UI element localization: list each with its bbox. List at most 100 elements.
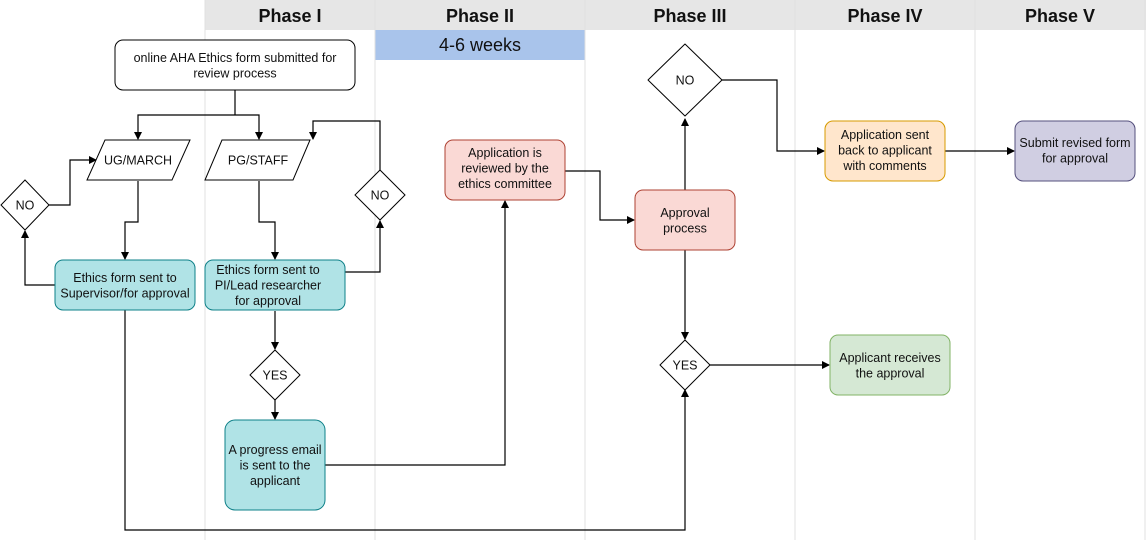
node-label-line: with comments — [842, 159, 926, 173]
node-label-line: A progress email — [228, 443, 321, 457]
node-shape — [444, 139, 566, 201]
node-shape — [0, 179, 50, 231]
edge-to-pg — [235, 114, 263, 140]
node-label-line: NO — [16, 199, 35, 213]
node-label-line: YES — [672, 359, 697, 373]
node-label-line: review process — [193, 66, 276, 80]
node-label-line: Ethics form sent to — [73, 271, 177, 285]
node-label-line: online AHA Ethics form submitted for — [134, 51, 337, 65]
edge-no-sentback — [722, 79, 825, 155]
node-shape — [224, 419, 326, 511]
node-label: NO — [676, 74, 695, 88]
edge-committee-approval — [565, 170, 635, 224]
node-shape — [204, 259, 346, 311]
node-shape — [204, 139, 311, 181]
node-shape — [634, 189, 736, 251]
node-label-line: Applicant receives — [839, 351, 940, 365]
node-label-line: process — [663, 221, 707, 235]
node-shape — [354, 169, 406, 221]
phase-label-3: Phase III — [653, 6, 726, 26]
node-label-line: Supervisor/for approval — [60, 286, 189, 300]
node-label-line: PG/STAFF — [228, 154, 289, 168]
edge-to-ug — [134, 114, 235, 140]
node-shape — [249, 349, 301, 401]
node-label-line: ethics committee — [458, 177, 552, 191]
node-no-mid: NO — [354, 169, 406, 221]
edge-pi-no — [345, 220, 384, 273]
node-label-line: for approval — [1042, 151, 1108, 165]
node-label: PG/STAFF — [228, 154, 289, 168]
node-label-line: UG/MARCH — [104, 154, 172, 168]
node-ug-march: UG/MARCH — [86, 139, 191, 181]
node-shape — [1014, 120, 1136, 182]
node-shape — [824, 120, 946, 182]
node-label-line: for approval — [235, 294, 301, 308]
node-shape — [54, 259, 196, 311]
edge-supervisor-yes — [124, 310, 689, 531]
duration-label: 4-6 weeks — [439, 35, 521, 55]
node-label-line: NO — [676, 74, 695, 88]
node-yes-left: YES — [249, 349, 301, 401]
phase-label-5: Phase V — [1025, 6, 1095, 26]
node-label: UG/MARCH — [104, 154, 172, 168]
node-pg-staff: PG/STAFF — [204, 139, 311, 181]
node-label-line: the approval — [856, 366, 925, 380]
node-yes-right: YES — [659, 339, 711, 391]
phase-label-2: Phase II — [446, 6, 514, 26]
edge-no-ug — [49, 156, 97, 206]
node-shape — [114, 39, 356, 91]
node-label-line: NO — [371, 189, 390, 203]
edge-supervisor-no — [21, 230, 55, 286]
node-label-line: PI/Lead researcher — [215, 279, 321, 293]
phase-label-4: Phase IV — [847, 6, 922, 26]
node-label-line: Application is — [468, 146, 542, 160]
node-label: YES — [672, 359, 697, 373]
edge-email-committee — [325, 200, 509, 466]
node-label: NO — [16, 199, 35, 213]
node-label-line: Application sent — [841, 128, 930, 142]
node-label-line: Submit revised form — [1019, 136, 1130, 150]
node-label-line: back to applicant — [838, 144, 932, 158]
edge-pg-pi — [258, 181, 279, 260]
node-label-line: Approval — [660, 206, 709, 220]
node-no-top: NO — [647, 43, 723, 117]
edge-no-pg — [309, 120, 381, 171]
node-label-line: reviewed by the — [461, 162, 549, 176]
node-label-line: applicant — [250, 474, 301, 488]
node-shape — [647, 43, 723, 117]
node-shape — [86, 139, 191, 181]
node-label-line: YES — [262, 369, 287, 383]
node-label: YES — [262, 369, 287, 383]
node-label: NO — [371, 189, 390, 203]
edges — [21, 79, 1015, 531]
duration-band — [375, 30, 585, 60]
node-label-line: Ethics form sent to — [216, 263, 320, 277]
edge-ug-supervisor — [121, 181, 139, 260]
node-shape — [829, 334, 951, 396]
phase-label-1: Phase I — [258, 6, 321, 26]
node-label-line: is sent to the — [240, 459, 311, 473]
node-shape — [659, 339, 711, 391]
phase-header-band — [205, 0, 1146, 30]
node-no-left: NO — [0, 179, 50, 231]
